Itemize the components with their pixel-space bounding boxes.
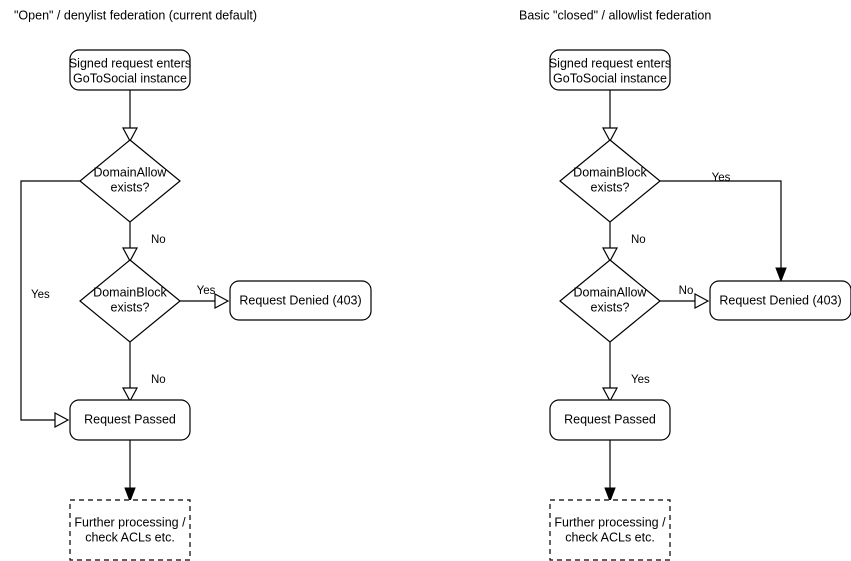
node-start-right[interactable]: Signed request enters GoToSocial instanc… [549, 49, 671, 91]
node-further-processing-right[interactable]: Further processing / check ACLs etc. [549, 499, 671, 561]
edge-label-domainblock-no-right: No [631, 234, 646, 246]
arrowhead-open-icon [694, 292, 710, 310]
arrowhead-open-icon [121, 247, 139, 263]
panel-title-closed-allowlist: Basic "closed" / allowlist federation [519, 8, 711, 22]
arrowhead-open-icon [121, 387, 139, 403]
arrowhead-open-icon [214, 292, 230, 310]
node-further-processing-left-label-line2: check ACLs etc. [85, 530, 175, 544]
arrowhead-open-icon [601, 127, 619, 143]
edge-label-domainblock-yes-left: Yes [197, 285, 216, 297]
edge-passed-to-further-left [124, 440, 136, 503]
edge-label-domainallow-yes-right: Yes [631, 374, 650, 386]
node-further-processing-right-label-line2: check ACLs etc. [565, 530, 655, 544]
edge-domainallow-yes-left: Yes [20, 180, 80, 429]
node-decision-domainallow-right-label-line1: DomainAllow [574, 285, 648, 299]
edge-domainallow-yes-right: Yes [601, 342, 650, 403]
node-decision-domainallow-left-label-line2: exists? [111, 180, 150, 194]
arrowhead-filled-icon [604, 487, 616, 503]
edge-domainallow-no-right: No [660, 285, 710, 310]
node-decision-domainblock-left[interactable]: DomainBlock exists? [79, 259, 181, 343]
node-request-denied-left[interactable]: Request Denied (403) [229, 280, 372, 321]
node-request-passed-left-label: Request Passed [84, 412, 176, 426]
node-further-processing-right-label-line1: Further processing / [554, 515, 666, 529]
node-request-passed-right[interactable]: Request Passed [549, 399, 671, 441]
edge-domainblock-no-left: No [121, 342, 166, 403]
node-further-processing-left-shape [69, 499, 191, 561]
edge-label-domainblock-no-left: No [151, 374, 166, 386]
node-request-passed-left[interactable]: Request Passed [69, 399, 191, 441]
panel-title-open-denylist: "Open" / denylist federation (current de… [14, 8, 257, 22]
node-further-processing-right-shape [549, 499, 671, 561]
edge-passed-to-further-right [604, 440, 616, 503]
arrowhead-filled-icon [124, 487, 136, 503]
node-decision-domainblock-right-label-line2: exists? [591, 180, 630, 194]
node-request-denied-right[interactable]: Request Denied (403) [709, 280, 851, 321]
edge-domainblock-yes-right: Yes [660, 172, 787, 283]
node-decision-domainblock-left-label-line1: DomainBlock [93, 285, 167, 299]
node-start-left-label-line2: GoToSocial instance [73, 71, 187, 85]
node-further-processing-left[interactable]: Further processing / check ACLs etc. [69, 499, 191, 561]
node-further-processing-left-label-line1: Further processing / [74, 515, 186, 529]
arrowhead-open-icon [121, 127, 139, 143]
node-start-left[interactable]: Signed request enters GoToSocial instanc… [69, 49, 191, 91]
arrowhead-open-icon [54, 411, 70, 429]
node-request-passed-right-label: Request Passed [564, 412, 656, 426]
edge-label-domainallow-no-right: No [679, 285, 694, 297]
edge-label-domainallow-yes-left: Yes [31, 289, 50, 301]
node-decision-domainblock-right[interactable]: DomainBlock exists? [559, 139, 661, 223]
node-start-left-label-line1: Signed request enters [69, 56, 191, 70]
edge-domainblock-no-right: No [601, 222, 646, 263]
node-request-denied-left-label: Request Denied (403) [239, 293, 361, 307]
edge-domainblock-yes-left: Yes [180, 285, 230, 310]
panel-closed-allowlist: Basic "closed" / allowlist federation Si… [519, 8, 851, 561]
edge-start-to-domainblock-right [601, 90, 619, 143]
node-start-right-label-line1: Signed request enters [549, 56, 671, 70]
node-request-denied-right-label: Request Denied (403) [719, 293, 841, 307]
node-decision-domainallow-left[interactable]: DomainAllow exists? [79, 139, 181, 223]
node-decision-domainblock-left-label-line2: exists? [111, 300, 150, 314]
node-decision-domainblock-right-label-line1: DomainBlock [573, 165, 647, 179]
arrowhead-open-icon [601, 387, 619, 403]
node-request-denied-right-shape [709, 280, 851, 321]
arrowhead-open-icon [601, 247, 619, 263]
node-start-right-label-line2: GoToSocial instance [553, 71, 667, 85]
node-request-denied-left-shape [229, 280, 372, 321]
edge-start-to-domainallow-left [121, 90, 139, 143]
node-decision-domainallow-right[interactable]: DomainAllow exists? [559, 259, 661, 343]
node-decision-domainallow-left-label-line1: DomainAllow [94, 165, 168, 179]
arrowhead-filled-icon [775, 267, 787, 283]
edge-label-domainallow-no-left: No [151, 234, 166, 246]
edge-label-domainblock-yes-right: Yes [712, 172, 731, 184]
edge-domainallow-no-left: No [121, 222, 166, 263]
panel-open-denylist: "Open" / denylist federation (current de… [14, 8, 372, 561]
node-decision-domainallow-right-label-line2: exists? [591, 300, 630, 314]
